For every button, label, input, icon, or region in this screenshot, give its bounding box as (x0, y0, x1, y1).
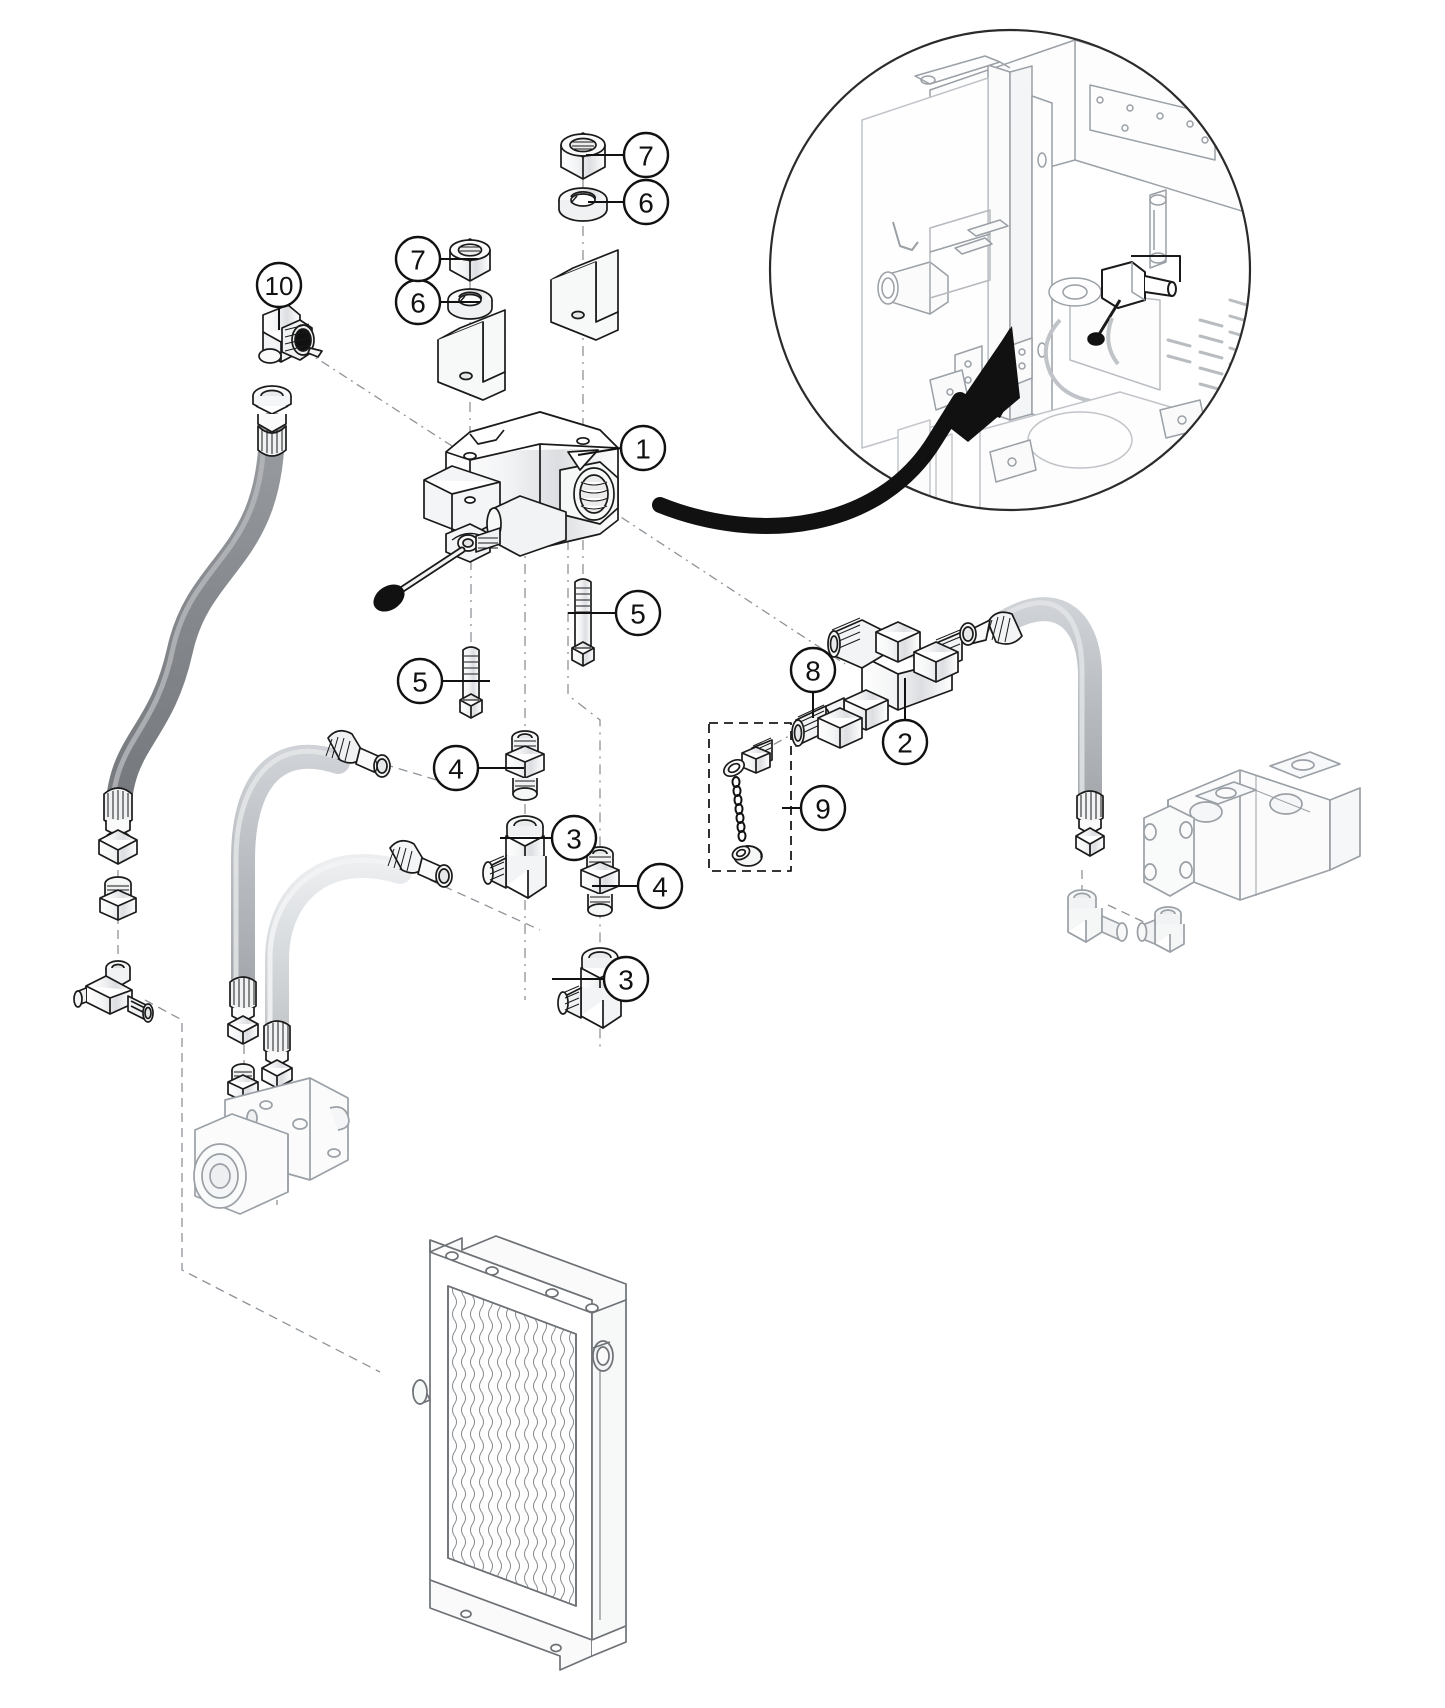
hose-right-bottom-fitting (1075, 790, 1105, 857)
callout-6-lock-washer[interactable]: 6 (394, 278, 480, 326)
callout-circle[interactable] (396, 657, 444, 705)
callout-1-control-valve-body[interactable]: 1 (577, 424, 667, 472)
hose-mid-bottom-fitting (227, 976, 259, 1045)
hose-right-return (988, 597, 1102, 812)
hose-dark-long (105, 412, 285, 833)
callout-number: 5 (412, 667, 428, 698)
callout-9-dust-cap-with-chain[interactable]: 9 (782, 784, 847, 832)
callout-4-straight-adapter-nipple[interactable]: 4 (432, 744, 524, 792)
part-elbow-90-upper (482, 815, 547, 899)
callout-circle[interactable] (799, 784, 847, 832)
callout-circle[interactable] (614, 589, 662, 637)
hose-mid-top-fitting (325, 729, 391, 778)
part-lock-washer-right (558, 187, 608, 222)
callout-number: 3 (566, 824, 582, 855)
hydraulic-pump-left (193, 1077, 350, 1215)
callout-number: 1 (635, 434, 651, 465)
hydraulic-gear-pump-right (1143, 751, 1361, 901)
callout-2-inline-tee-valve[interactable]: 2 (881, 678, 929, 766)
callout-number: 8 (805, 656, 821, 687)
part-hex-bolt-left (459, 646, 483, 719)
callout-8-male-adapter-nipple[interactable]: 8 (789, 646, 837, 718)
part-dust-cap-with-chain (708, 722, 792, 872)
callout-circle[interactable] (622, 178, 670, 226)
callout-4-straight-adapter-nipple[interactable]: 4 (592, 862, 684, 910)
callout-3-elbow-fitting-90[interactable]: 3 (552, 955, 650, 1003)
mounting-bracket-right (550, 249, 619, 341)
part-male-adapter-nipple (791, 704, 863, 749)
callout-circle[interactable] (255, 261, 303, 309)
callout-circle[interactable] (602, 955, 650, 1003)
callout-circle[interactable] (881, 718, 929, 766)
callout-number: 9 (815, 794, 831, 825)
callout-circle[interactable] (622, 131, 670, 179)
hose-light (265, 853, 412, 1042)
callout-circle[interactable] (789, 646, 837, 694)
callout-number: 4 (652, 872, 668, 903)
part-hex-lock-nut-right (560, 132, 606, 180)
mounting-bracket-left (437, 309, 506, 401)
callout-number: 10 (265, 271, 294, 301)
callout-number: 4 (448, 754, 464, 785)
callout-number: 2 (897, 728, 913, 759)
detail-callout-arrow (652, 392, 968, 534)
callout-circle[interactable] (432, 744, 480, 792)
hose-right-top-fitting (959, 611, 1023, 646)
callout-circle[interactable] (394, 235, 442, 283)
part-control-valve-body (373, 411, 619, 612)
callout-leader-line (577, 447, 622, 456)
hose-light-top-fitting (387, 839, 453, 888)
callout-number: 5 (630, 599, 646, 630)
nipple-below-dark-hose (99, 876, 137, 921)
hose-mid (231, 744, 350, 997)
callout-number: 6 (638, 188, 654, 219)
callout-number: 7 (638, 141, 654, 172)
callout-number: 3 (618, 965, 634, 996)
elbow-right-bottom (1136, 906, 1185, 953)
tee-fitting-lower-left (73, 960, 154, 1023)
elbow-right-lower (1067, 889, 1128, 943)
callout-circle[interactable] (636, 862, 684, 910)
hose-light-bottom-fitting (261, 1020, 293, 1089)
callout-5-hex-head-bolt[interactable]: 5 (396, 657, 490, 705)
oil-cooler-radiator (412, 1235, 627, 1671)
callout-10-quick-coupler-elbow[interactable]: 10 (255, 261, 303, 330)
callout-circle[interactable] (619, 424, 667, 472)
callout-7-hex-lock-nut[interactable]: 7 (586, 131, 670, 179)
callout-number: 6 (410, 288, 426, 319)
callout-number: 7 (410, 245, 426, 276)
callout-circle[interactable] (550, 814, 598, 862)
part-quick-coupler-elbow (258, 304, 323, 364)
hose-dark-bottom-fitting (98, 787, 138, 865)
hose-dark-top-fitting (252, 385, 292, 457)
part-nipple-upper (505, 730, 545, 801)
detail-circle-border (768, 28, 1252, 512)
callout-5-hex-head-bolt[interactable]: 5 (568, 589, 662, 637)
callout-3-elbow-fitting-90[interactable]: 3 (500, 814, 598, 862)
callout-6-lock-washer[interactable]: 6 (588, 178, 670, 226)
callout-7-hex-lock-nut[interactable]: 7 (394, 235, 478, 283)
